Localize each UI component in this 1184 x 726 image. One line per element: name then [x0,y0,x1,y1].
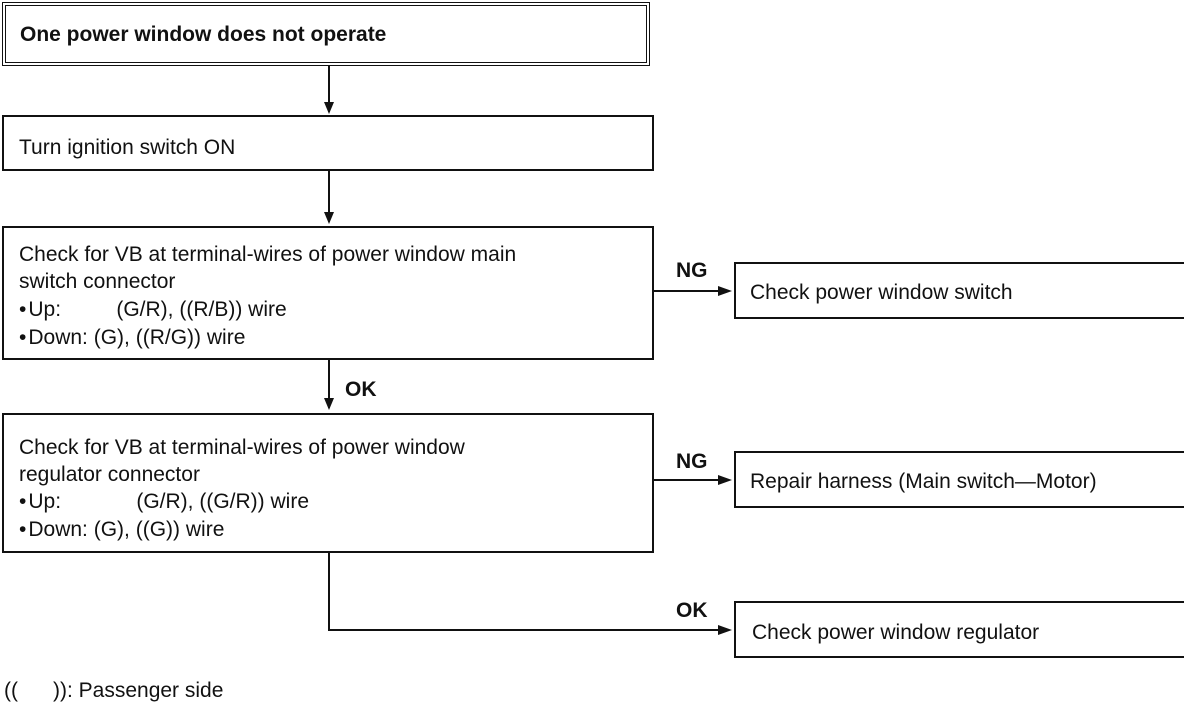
up-value: (G/R), ((R/B)) wire [116,298,287,321]
step-main-switch-line1: Check for VB at terminal-wires of power … [19,243,517,266]
arrowhead-step3 [324,398,334,410]
arrowhead-step1 [324,102,334,114]
down-label: Down: [28,518,88,541]
arrowhead-step2 [324,212,334,224]
down-value: (G), ((R/G)) wire [93,326,246,349]
step-regulator-up: Up: (G/R), ((G/R)) wire [19,488,309,515]
step-main-switch-up: Up: (G/R), ((R/B)) wire [19,296,287,323]
result-check-regulator-text: Check power window regulator [752,621,1040,644]
footnote: (( )): Passenger side [4,677,223,704]
arrowhead-result1 [718,286,732,296]
footnote-marker: (( )) [4,679,67,702]
step-ignition-text: Turn ignition switch ON [19,136,236,159]
connector-step3-to-result3 [328,552,728,631]
up-label: Up: [28,298,62,321]
down-value: (G), ((G)) wire [93,518,225,541]
step-regulator-line2: regulator connector [19,463,200,486]
step-regulator-box: Check for VB at terminal-wires of power … [2,413,654,553]
result-check-switch-text: Check power window switch [750,281,1013,304]
label-ng-main-switch: NG [676,259,708,282]
result-repair-harness-text: Repair harness (Main switch—Motor) [750,470,1097,493]
arrowhead-result2 [718,475,732,485]
up-value: (G/R), ((G/R)) wire [136,490,309,513]
title-box: One power window does not operate [2,2,650,66]
step-regulator-down: Down: (G), ((G)) wire [19,516,224,543]
footnote-text: : Passenger side [66,679,224,702]
result-check-regulator-box: Check power window regulator [734,601,1184,658]
down-label: Down: [28,326,88,349]
label-ng-regulator: NG [676,450,708,473]
arrowhead-result3 [718,625,732,635]
step-ignition-box: Turn ignition switch ON [2,115,654,171]
step-main-switch-box: Check for VB at terminal-wires of power … [2,226,654,360]
label-ok-main-switch: OK [345,378,377,401]
result-check-switch-box: Check power window switch [734,262,1184,319]
result-repair-harness-box: Repair harness (Main switch—Motor) [734,451,1184,508]
step-main-switch-line2: switch connector [19,270,176,293]
label-ok-regulator: OK [676,599,708,622]
step-regulator-line1: Check for VB at terminal-wires of power … [19,436,465,459]
title-text: One power window does not operate [20,23,387,46]
up-label: Up: [28,490,62,513]
step-main-switch-down: Down: (G), ((R/G)) wire [19,324,245,351]
